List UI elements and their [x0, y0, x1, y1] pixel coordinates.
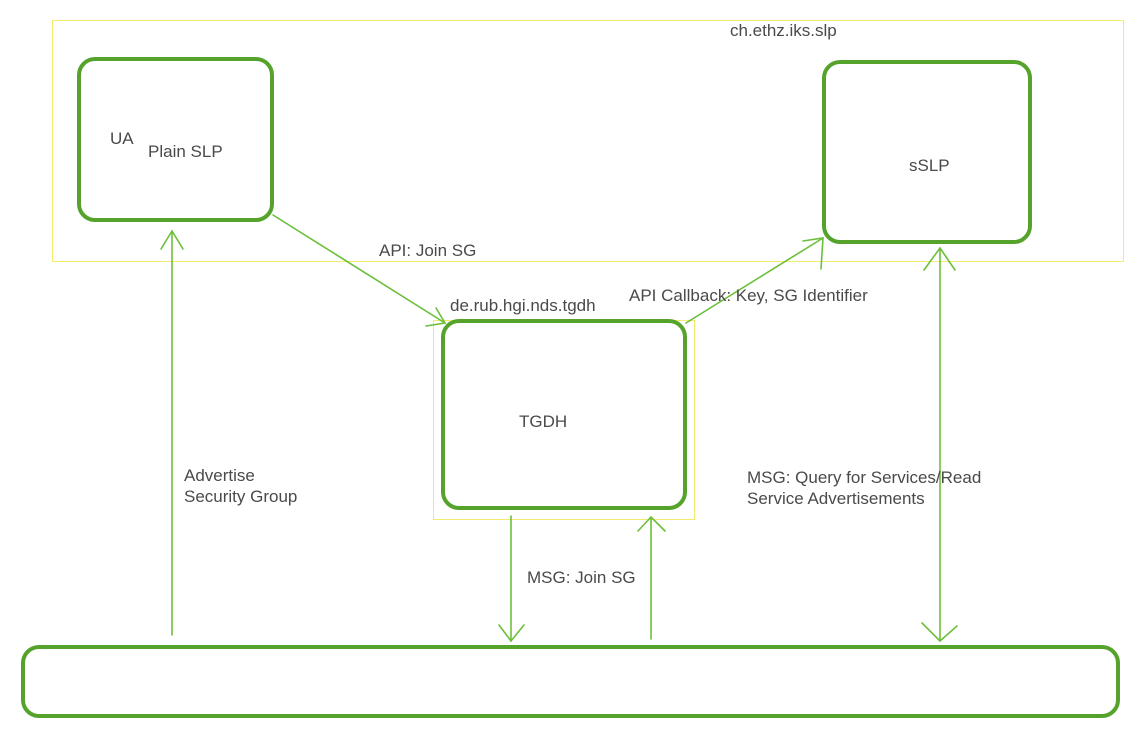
ua-label: UA	[110, 129, 134, 148]
tgdh-label: TGDH	[519, 412, 568, 431]
advertise-label-line1: Advertise	[184, 466, 255, 485]
query-arrowhead-up	[923, 246, 956, 271]
sslp-node[interactable]	[822, 60, 1032, 244]
advertise-label-line2: Security Group	[184, 487, 298, 506]
api-callback-arrow	[685, 237, 824, 324]
ua-node[interactable]	[77, 57, 274, 222]
tgdh-node[interactable]	[441, 319, 687, 510]
api-callback-label: API Callback: Key, SG Identifier	[629, 286, 868, 305]
package-label-top: ch.ethz.iks.slp	[730, 21, 837, 40]
query-label-line1: MSG: Query for Services/Read	[747, 468, 982, 487]
package-label-middle: de.rub.hgi.nds.tgdh	[450, 296, 596, 315]
plain-slp-label: Plain SLP	[148, 142, 223, 161]
sslp-label: sSLP	[909, 156, 950, 175]
network-bus-node[interactable]	[21, 645, 1120, 718]
msg-join-up-arrowhead	[637, 515, 666, 532]
api-join-label: API: Join SG	[379, 241, 477, 260]
msg-join-down-arrowhead	[498, 624, 525, 643]
query-arrowhead-down	[921, 622, 958, 643]
advertise-arrowhead	[160, 229, 184, 250]
package-ch-ethz-iks-slp	[52, 20, 1124, 262]
api-join-arrowhead	[425, 307, 447, 327]
api-join-arrow	[272, 214, 446, 324]
api-callback-arrowhead	[802, 237, 824, 270]
query-label-line2: Service Advertisements	[747, 489, 925, 508]
msg-join-label: MSG: Join SG	[527, 568, 636, 587]
